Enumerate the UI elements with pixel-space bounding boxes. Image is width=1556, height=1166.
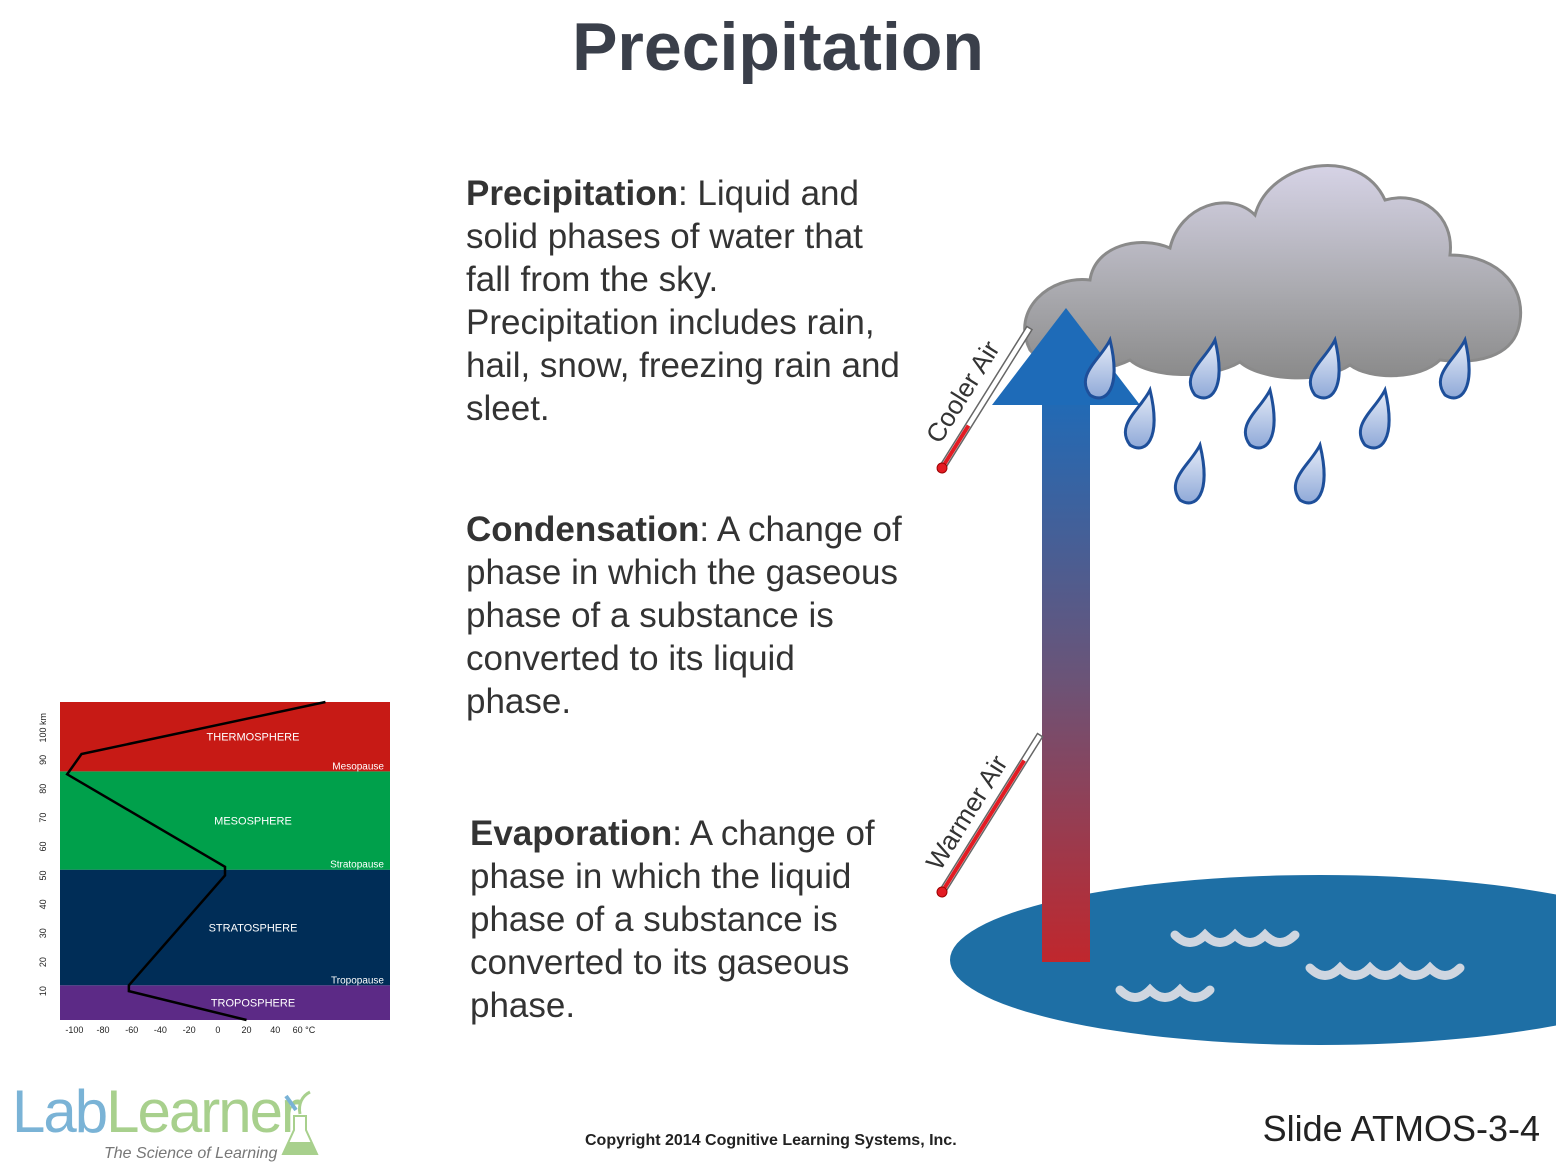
- y-tick-label: 50: [38, 870, 48, 880]
- logo-learner: Learner: [106, 1078, 301, 1145]
- raindrops: [1083, 335, 1471, 505]
- y-tick-label: 10: [38, 986, 48, 996]
- layer-mesosphere: [60, 771, 390, 870]
- y-tick-label: 30: [38, 928, 48, 938]
- lake: [950, 875, 1556, 1045]
- layer-label: TROPOSPHERE: [211, 998, 295, 1010]
- x-tick-label: -60: [125, 1025, 138, 1035]
- y-tick-label: 40: [38, 899, 48, 909]
- definition-text: : Liquid and solid phases of water that …: [466, 174, 900, 428]
- y-tick-label: 20: [38, 957, 48, 967]
- cooler-air-thermometer: [936, 325, 1034, 474]
- layer-label: MESOSPHERE: [214, 816, 292, 828]
- y-tick-label: 90: [38, 755, 48, 765]
- water-cycle-illustration: Cooler Air Warmer Air: [920, 164, 1556, 1045]
- term: Condensation: [466, 510, 700, 549]
- atmosphere-temperature-chart: TROPOSPHERE Tropopause STRATOSPHERE Stratop…: [38, 700, 390, 1035]
- layer-label: THERMOSPHERE: [207, 732, 300, 744]
- definition-text: : A change of phase in which the liquid …: [470, 814, 875, 1025]
- definition-precipitation: Precipitation: Liquid and solid phases o…: [466, 172, 906, 430]
- slide-number: Slide ATMOS-3-4: [1262, 1108, 1540, 1149]
- waves: [1115, 928, 1465, 1002]
- slide-title: Precipitation: [572, 9, 984, 85]
- lablearner-logo: LabLearner The Science of Learning: [12, 1082, 332, 1164]
- y-tick-label: 100 km: [38, 713, 48, 743]
- x-tick-label: -40: [154, 1025, 167, 1035]
- definition-condensation: Condensation: A change of phase in which…: [466, 508, 906, 723]
- x-tick-label: 40: [270, 1025, 280, 1035]
- x-tick-label: 0: [215, 1025, 220, 1035]
- term: Precipitation: [466, 174, 678, 213]
- term: Evaporation: [470, 814, 673, 853]
- logo-tagline: The Science of Learning: [104, 1145, 278, 1162]
- y-tick-label: 70: [38, 813, 48, 823]
- x-tick-label: 60 °C: [293, 1025, 316, 1035]
- warmer-air-thermometer: [936, 732, 1044, 898]
- logo-wordmark: LabLearner: [12, 1082, 301, 1142]
- boundary-label: Tropopause: [331, 975, 384, 986]
- logo-lab: Lab: [12, 1078, 108, 1145]
- layer-label: STRATOSPHERE: [209, 922, 298, 934]
- rising-air-arrow-shaft: [1042, 390, 1090, 962]
- x-tick-label: -80: [97, 1025, 110, 1035]
- layer-stratosphere: [60, 869, 390, 986]
- layer-thermosphere: [60, 702, 390, 772]
- y-tick-label: 60: [38, 842, 48, 852]
- y-tick-label: 80: [38, 784, 48, 794]
- definition-text: : A change of phase in which the gaseous…: [466, 510, 902, 721]
- x-tick-label: -100: [65, 1025, 83, 1035]
- definition-evaporation: Evaporation: A change of phase in which …: [470, 812, 910, 1027]
- boundary-label: Mesopause: [332, 761, 384, 772]
- copyright: Copyright 2014 Cognitive Learning System…: [585, 1132, 957, 1149]
- x-tick-label: 20: [242, 1025, 252, 1035]
- temperature-line: [65, 700, 326, 1022]
- boundary-label: Stratopause: [330, 860, 384, 871]
- x-tick-label: -20: [183, 1025, 196, 1035]
- cloud: [1023, 164, 1523, 380]
- flask-icon: [281, 1090, 319, 1155]
